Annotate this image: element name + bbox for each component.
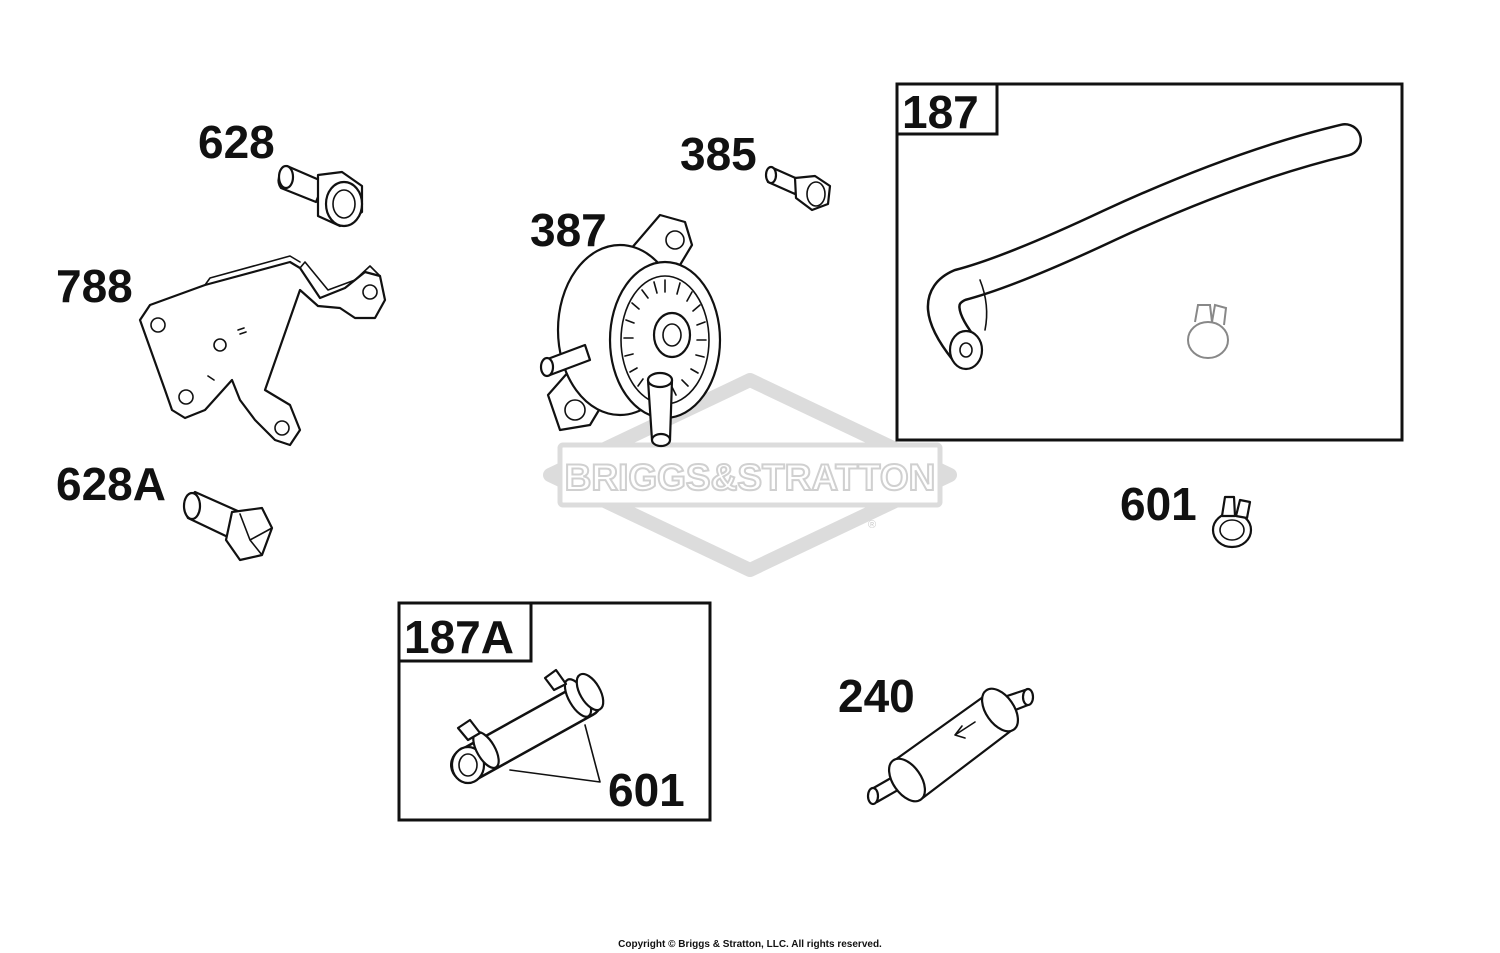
copyright-text: Copyright © Briggs & Stratton, LLC. All … <box>618 939 882 950</box>
part-label-187: 187 <box>902 86 979 138</box>
fuel-hose-icon[interactable] <box>926 123 1362 371</box>
part-label-240: 240 <box>838 670 915 722</box>
fuel-pump-icon[interactable] <box>539 213 722 448</box>
hose-kit-tab-187 <box>895 82 999 136</box>
hose-clamp-ghost-icon <box>1187 303 1229 359</box>
part-label-385: 385 <box>680 128 757 180</box>
part-label-387: 387 <box>530 204 607 256</box>
brand-watermark: BRIGGS&STRATTON ® <box>543 373 957 577</box>
part-label-628a: 628A <box>56 458 166 510</box>
flange-bolt-icon[interactable] <box>277 164 364 228</box>
watermark-text: BRIGGS&STRATTON <box>565 457 936 498</box>
screw-icon[interactable] <box>764 165 832 212</box>
fuel-line-kit-tab-187a <box>397 601 533 663</box>
fuel-line-kit-icon[interactable] <box>450 668 609 785</box>
hex-bolt-icon[interactable] <box>182 490 274 562</box>
fuel-filter-icon[interactable] <box>866 682 1035 807</box>
part-label-187a: 187A <box>404 611 514 663</box>
part-label-788: 788 <box>56 260 133 312</box>
part-label-601-kit: 601 <box>608 764 685 816</box>
mounting-bracket-icon[interactable] <box>138 255 387 447</box>
part-label-601: 601 <box>1120 478 1197 530</box>
part-label-628: 628 <box>198 116 275 168</box>
hose-kit-frame-187 <box>895 82 1404 442</box>
watermark-registered: ® <box>868 519 876 531</box>
fuel-line-kit-frame-187a <box>397 601 712 822</box>
hose-clamp-icon[interactable] <box>1211 495 1253 549</box>
